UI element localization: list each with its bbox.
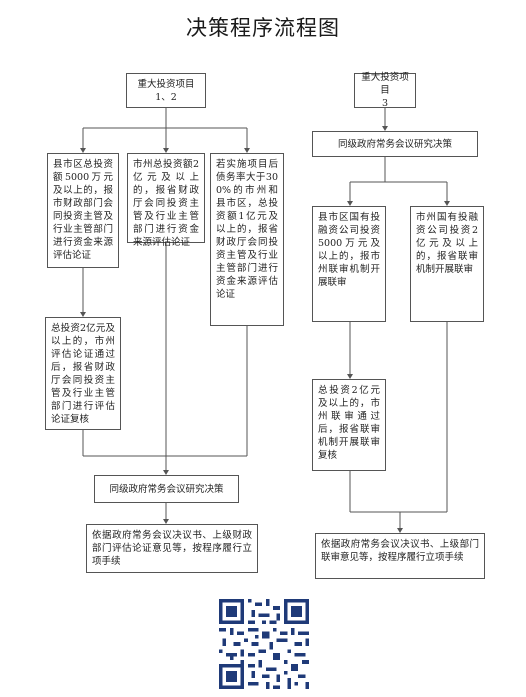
right-final-box: 依据政府常务会议决议书、上级部门联审意见等，按程序履行立项手续: [315, 533, 485, 579]
right-top-box: 重大投资项目 3: [354, 72, 416, 109]
right-review-box: 总投资2亿元及以上的，市州联审通过后，报省联审机制开展联审复核: [312, 379, 386, 471]
left-branch-debt-box: 若实施项目后债务率大于300%的市州和县市区，总投资额1亿元及以上的，报省财政厅…: [210, 153, 284, 326]
left-final-box: 依据政府常务会议决议书、上级财政部门评估论证意见等，按程序履行立项手续: [86, 524, 258, 573]
left-top-box: 重大投资项目 1、2: [126, 73, 206, 108]
qr-code-icon: [219, 599, 309, 689]
left-branch-city-box: 市州总投资额2亿元及以上的，报省财政厅会同投资主管及行业主管部门进行资金来源评估…: [127, 153, 205, 248]
left-review-box: 总投资2亿元及以上的，市州评估论证通过后，报省财政厅会同投资主管及行业主管部门进…: [45, 317, 121, 430]
page-title: 决策程序流程图: [186, 16, 340, 40]
right-branch-city-box: 市州国有投融资公司投资2亿元及以上的，报省联审机制开展联审: [410, 206, 484, 322]
right-branch-county-box: 县市区国有投融资公司投资5000万元及以上的，报市州联审机制开展联审: [312, 206, 386, 322]
left-decision-box: 同级政府常务会议研究决策: [94, 475, 239, 503]
left-branch-county-box: 县市区总投资额5000万元及以上的，报市财政部门会同投资主管及行业主管部门进行资…: [47, 153, 119, 268]
right-decision-box: 同级政府常务会议研究决策: [312, 131, 478, 157]
